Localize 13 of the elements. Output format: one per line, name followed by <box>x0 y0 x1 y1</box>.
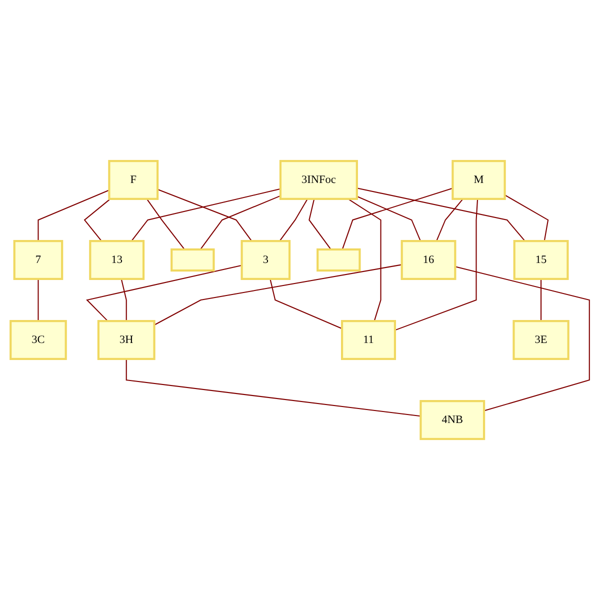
node-box: 3E <box>512 320 570 360</box>
node-box: 11 <box>340 320 396 360</box>
node-box: F <box>108 160 159 200</box>
node-box: 3INFoc <box>279 160 358 200</box>
node-box: 13 <box>89 240 145 280</box>
node-box: 4NB <box>420 400 486 440</box>
node-box: 3C <box>10 320 67 360</box>
node-box: 16 <box>400 240 456 280</box>
node-box: 3 <box>240 240 291 280</box>
node-box: 7 <box>13 240 64 280</box>
node-box: M <box>452 160 506 200</box>
node-box: 3H <box>97 320 156 360</box>
node-box: 15 <box>513 240 569 280</box>
